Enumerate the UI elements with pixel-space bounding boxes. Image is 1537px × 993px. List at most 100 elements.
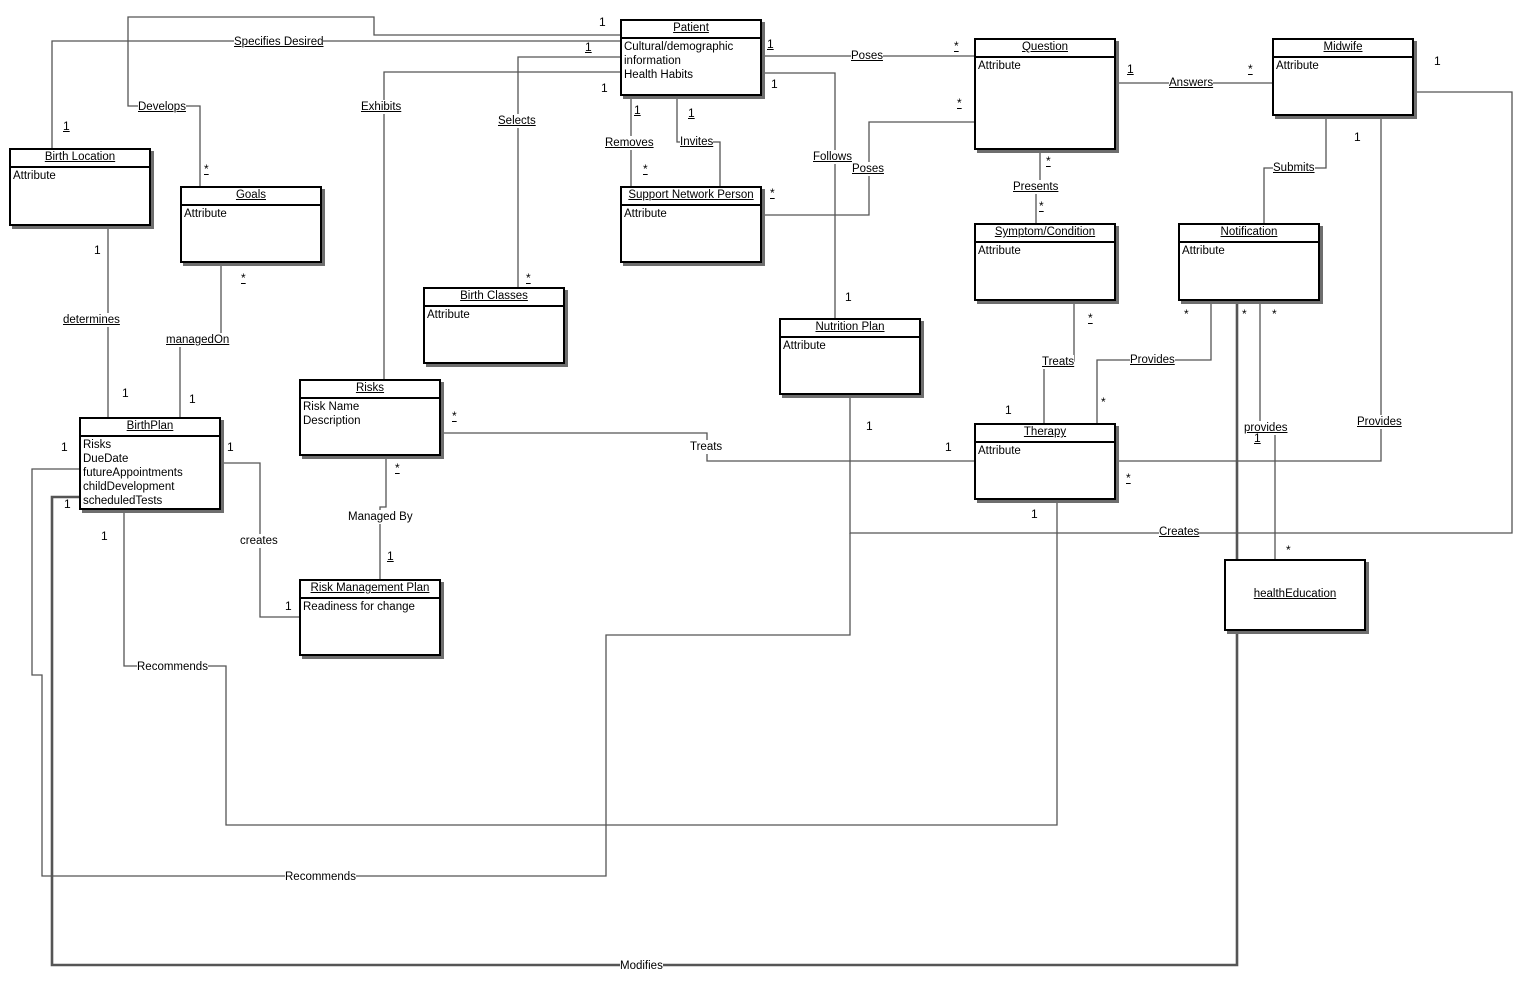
multiplicity: 1 — [1254, 431, 1261, 445]
multiplicity: * — [1046, 154, 1051, 168]
class-health-education[interactable]: healthEducation — [1224, 559, 1366, 631]
multiplicity: 1 — [1434, 54, 1441, 68]
class-goals[interactable]: Goals Attribute — [180, 186, 322, 263]
assoc-label-selects: Selects — [498, 114, 536, 128]
class-name: Notification — [1180, 225, 1318, 243]
multiplicity: 1 — [1005, 403, 1012, 417]
class-attribute: Readiness for change — [303, 601, 415, 613]
multiplicity: * — [1126, 471, 1131, 485]
class-symptom-condition[interactable]: Symptom/Condition Attribute — [974, 223, 1116, 301]
multiplicity: 1 — [866, 419, 873, 433]
class-attribute: Attribute — [624, 208, 667, 220]
multiplicity: 1 — [845, 290, 852, 304]
class-attribute: Attribute — [427, 309, 470, 321]
class-attribute: Attribute — [13, 170, 56, 182]
class-name: Support Network Person — [622, 188, 760, 206]
assoc-label-managed-by: Managed By — [348, 510, 413, 524]
class-name: Symptom/Condition — [976, 225, 1114, 243]
assoc-label-provides-edu: provides — [1244, 421, 1288, 435]
class-attribute: Cultural/demographic — [624, 41, 734, 53]
multiplicity: 1 — [601, 81, 608, 95]
class-therapy[interactable]: Therapy Attribute — [974, 423, 1116, 500]
multiplicity: * — [204, 162, 209, 176]
line-develops — [127, 16, 621, 187]
class-risk-management-plan[interactable]: Risk Management Plan Readiness for chang… — [299, 579, 441, 656]
class-attribute: Attribute — [978, 445, 1021, 457]
multiplicity: 1 — [387, 549, 394, 563]
multiplicity: * — [395, 461, 400, 475]
assoc-label-treats-symptom: Treats — [1042, 355, 1075, 369]
class-patient[interactable]: Patient Cultural/demographic information… — [620, 19, 762, 96]
class-name: Patient — [622, 21, 760, 39]
assoc-label-removes: Removes — [605, 136, 654, 150]
class-name: healthEducation — [1253, 588, 1337, 600]
multiplicity: * — [643, 162, 648, 176]
multiplicity: 1 — [688, 106, 695, 120]
multiplicity: * — [452, 409, 457, 423]
assoc-label-exhibits: Exhibits — [361, 100, 402, 114]
assoc-label-specifies-desired: Specifies Desired — [234, 35, 324, 49]
class-name: Goals — [182, 188, 320, 206]
multiplicity: 1 — [122, 386, 129, 400]
class-support-network-person[interactable]: Support Network Person Attribute — [620, 186, 762, 263]
multiplicity: 1 — [1354, 130, 1361, 144]
line-specifies-desired — [51, 40, 621, 150]
multiplicity: * — [1248, 62, 1253, 76]
class-name: Risk Management Plan — [301, 581, 439, 599]
class-attribute: Health Habits — [624, 69, 694, 81]
class-attribute: information — [624, 55, 681, 67]
assoc-label-poses-support: Poses — [852, 162, 884, 176]
multiplicity: * — [241, 271, 246, 285]
assoc-label-modifies: Modifies — [620, 959, 663, 973]
class-midwife[interactable]: Midwife Attribute — [1272, 38, 1414, 116]
class-attribute: Attribute — [783, 340, 826, 352]
class-risks[interactable]: Risks Risk Name Description — [299, 379, 441, 456]
multiplicity: * — [957, 96, 962, 110]
class-attribute: Attribute — [978, 60, 1021, 72]
class-birthplan[interactable]: BirthPlan Risks DueDate futureAppointmen… — [79, 417, 221, 510]
multiplicity: * — [1242, 307, 1247, 321]
assoc-label-presents: Presents — [1013, 180, 1059, 194]
multiplicity: * — [526, 271, 531, 285]
class-attribute: Attribute — [184, 208, 227, 220]
multiplicity: * — [1286, 543, 1291, 557]
assoc-label-develops: Develops — [138, 100, 186, 114]
multiplicity: 1 — [771, 77, 778, 91]
multiplicity: 1 — [1127, 62, 1134, 76]
multiplicity: 1 — [285, 599, 292, 613]
assoc-label-answers: Answers — [1169, 76, 1214, 90]
class-attribute: Attribute — [978, 245, 1021, 257]
multiplicity: 1 — [64, 497, 71, 511]
assoc-label-recommends-therapy: Recommends — [137, 660, 208, 674]
multiplicity: 1 — [63, 119, 70, 133]
multiplicity: * — [1088, 311, 1093, 325]
multiplicity: 1 — [61, 440, 68, 454]
line-modifies — [50, 301, 1239, 967]
multiplicity: 1 — [585, 40, 592, 54]
class-birth-classes[interactable]: Birth Classes Attribute — [423, 287, 565, 364]
class-attribute: Risks — [83, 439, 112, 451]
assoc-label-invites: Invites — [680, 135, 714, 149]
class-nutrition-plan[interactable]: Nutrition Plan Attribute — [779, 318, 921, 395]
line-managed-by — [379, 456, 387, 580]
line-provides-midwife — [1116, 116, 1382, 462]
line-recommends-therapy — [123, 500, 1058, 826]
multiplicity: * — [954, 39, 959, 53]
assoc-label-determines: determines — [63, 313, 120, 327]
class-name: Midwife — [1274, 40, 1412, 58]
assoc-label-creates-rmp: creates — [240, 534, 278, 548]
line-follows — [762, 72, 836, 319]
class-question[interactable]: Question Attribute — [974, 38, 1116, 150]
class-name: Therapy — [976, 425, 1114, 443]
multiplicity: 1 — [634, 103, 641, 117]
class-birth-location[interactable]: Birth Location Attribute — [9, 148, 151, 226]
assoc-label-managed-on: managedOn — [166, 333, 230, 347]
class-attribute: futureAppointments — [83, 467, 183, 479]
class-name: Nutrition Plan — [781, 320, 919, 338]
class-notification[interactable]: Notification Attribute — [1178, 223, 1320, 301]
multiplicity: * — [1184, 307, 1189, 321]
assoc-label-follows: Follows — [813, 150, 852, 164]
assoc-label-poses-question: Poses — [851, 49, 883, 63]
class-name: Birth Classes — [425, 289, 563, 307]
